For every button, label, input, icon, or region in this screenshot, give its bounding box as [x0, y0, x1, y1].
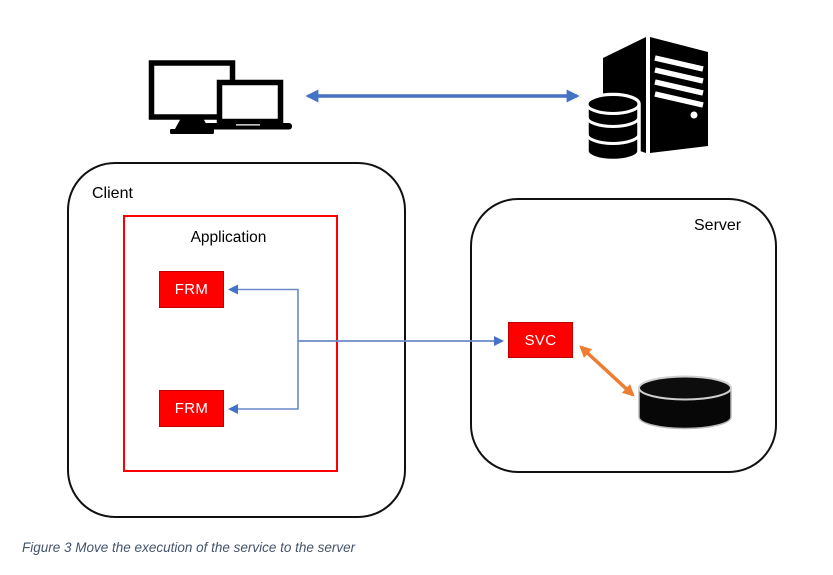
frm-top-node: FRM [159, 271, 224, 308]
figure-caption: Figure 3 Move the execution of the servi… [22, 540, 356, 555]
client-devices-icon [148, 60, 292, 134]
application-box [123, 215, 338, 472]
client-zone-box [67, 162, 406, 518]
svc-node: SVC [508, 322, 573, 358]
server-tower-icon [585, 37, 708, 163]
server-label: Server [694, 217, 742, 234]
application-label: Application [190, 229, 267, 246]
database-stack-icon [585, 92, 641, 163]
server-zone-box [470, 198, 777, 473]
frm-bottom-node: FRM [159, 390, 224, 427]
client-label: Client [92, 185, 133, 202]
